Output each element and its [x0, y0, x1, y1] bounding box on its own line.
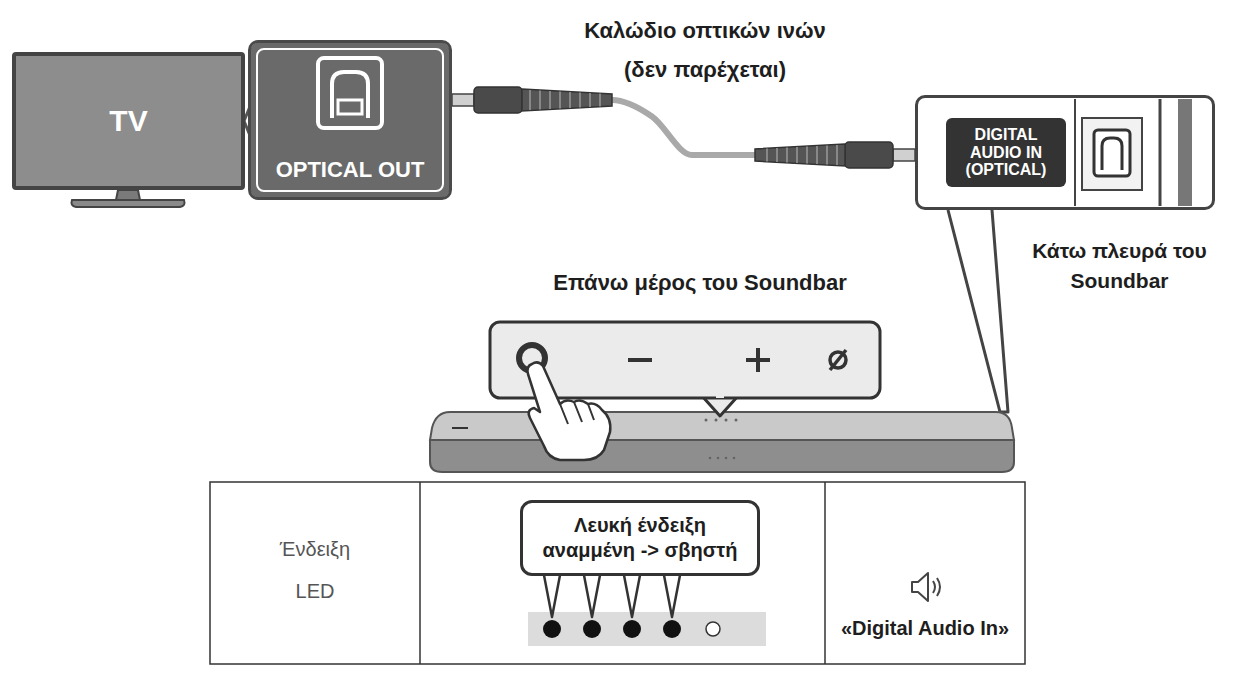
speaker-icon: [912, 573, 940, 601]
volume-up-button: [756, 348, 760, 372]
tv-stand: [116, 190, 140, 200]
callout-fill: [917, 97, 1213, 208]
soundbar-front: [430, 440, 1014, 472]
optical-port-icon: [1102, 138, 1122, 170]
soundbar-top: [430, 412, 1014, 440]
panel-seam: [1159, 99, 1162, 206]
port-panel: [1082, 118, 1142, 190]
soundbar-dots: [705, 419, 738, 460]
source-button: [830, 350, 846, 370]
part-label: Επάνω μέρος του Soundbar: [520, 270, 880, 296]
optical-cable: [452, 87, 915, 168]
callout-fill: [250, 42, 450, 198]
table-cell: «Digital Audio In»: [826, 616, 1024, 640]
tv-base: [72, 200, 185, 207]
node-text: DIGITAL AUDIO IN (OPTICAL): [946, 118, 1066, 187]
node-text: Λευκή ένδειξη αναμμένη -> σβηστή: [531, 513, 749, 563]
optical-port-icon: [338, 100, 362, 114]
node-text: OPTICAL OUT: [276, 157, 425, 183]
optical-plug: [755, 142, 915, 168]
cable-label: Καλώδιο οπτικών ινών (δεν παρέχεται): [560, 12, 850, 89]
pointing-hand: [528, 362, 611, 460]
soundbar-led: [452, 427, 468, 429]
table-border: [210, 482, 1025, 664]
panel-seam: [1074, 99, 1076, 206]
tv-screen: TV: [12, 52, 245, 190]
optical-plug: [452, 87, 612, 113]
part-label: Κάτω πλευρά του Soundbar: [1012, 236, 1227, 297]
volume-down-button: [628, 358, 652, 362]
panel-seam: [1178, 99, 1192, 206]
callout-pointer: [948, 210, 1008, 412]
optical-port-icon: [332, 72, 368, 118]
led-strip: [528, 612, 766, 646]
port-callout: DIGITAL AUDIO IN (OPTICAL): [915, 95, 1215, 210]
bubble-tail: [543, 570, 681, 617]
table-divider: [824, 482, 826, 664]
optical-port-icon: [1094, 130, 1130, 176]
table-cell: Ένδειξη LED: [270, 528, 360, 612]
callout-inner-border: [257, 49, 443, 191]
callout-bubble: Λευκή ένδειξη αναμμένη -> σβηστή: [520, 500, 760, 576]
table-divider: [419, 482, 421, 664]
port-callout: OPTICAL OUT: [248, 40, 452, 200]
node-text: TV: [109, 104, 147, 138]
pointing-hand: [560, 402, 594, 424]
led-dots: [543, 620, 720, 638]
callout-pointer: [716, 392, 724, 398]
optical-port-icon: [318, 58, 382, 128]
